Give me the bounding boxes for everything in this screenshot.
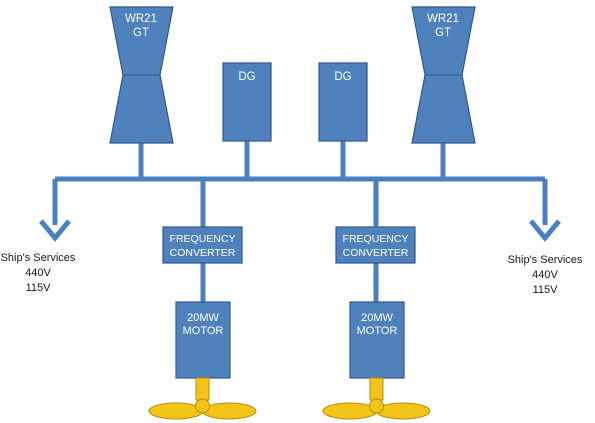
ships-services-right: Ship's Services 440V 115V	[508, 254, 583, 296]
propeller-left-shaft	[195, 377, 210, 401]
gt-left-label-line1: WR21	[125, 13, 157, 25]
services-left-title: Ship's Services	[1, 252, 76, 264]
motor-right-label-line1: 20MW	[361, 312, 393, 324]
motor-right: 20MW MOTOR	[349, 301, 405, 379]
dg-left-label: DG	[238, 71, 255, 83]
services-left-voltage-2: 115V	[26, 282, 52, 294]
propeller-right-hub	[369, 398, 384, 414]
propeller-left-blade-right	[201, 402, 257, 420]
bus-lines	[52, 141, 548, 302]
propeller-left	[148, 377, 257, 420]
gas-turbine-left: WR21 GT	[109, 6, 174, 144]
diesel-generator-right: DG	[318, 62, 368, 142]
services-right-voltage-1: 440V	[532, 269, 558, 281]
gt-right-label-line2: GT	[435, 27, 451, 39]
motor-left-label-line1: 20MW	[187, 312, 219, 324]
propeller-right-blade-left	[322, 402, 378, 420]
dg-right-box	[318, 62, 368, 142]
dg-right-label: DG	[334, 71, 351, 83]
motor-left-label-line2: MOTOR	[183, 325, 224, 337]
gt-right-label-line1: WR21	[427, 13, 459, 25]
services-right-voltage-2: 115V	[533, 284, 559, 296]
propeller-right-shaft	[369, 377, 384, 401]
frequency-converter-left: FREQUENCY CONVERTER	[162, 226, 243, 264]
ships-services-left: Ship's Services 440V 115V	[1, 252, 76, 294]
diesel-generator-left: DG	[222, 62, 272, 142]
gt-left-label-line2: GT	[133, 27, 149, 39]
motor-left-box	[175, 301, 231, 379]
fc-right-label-line1: FREQUENCY	[343, 233, 409, 245]
frequency-converter-right: FREQUENCY CONVERTER	[335, 226, 416, 264]
propeller-left-hub	[195, 398, 210, 414]
fc-right-label-line2: CONVERTER	[343, 247, 409, 259]
fc-right-box	[335, 226, 416, 264]
dg-left-box	[222, 62, 272, 142]
fc-left-label-line2: CONVERTER	[170, 247, 236, 259]
services-left-voltage-1: 440V	[25, 267, 51, 279]
fc-left-label-line1: FREQUENCY	[170, 233, 236, 245]
services-right-title: Ship's Services	[508, 254, 583, 266]
service-arrows	[39, 219, 561, 242]
propeller-right-blade-right	[375, 402, 431, 420]
gas-turbine-right: WR21 GT	[411, 6, 476, 144]
motor-left: 20MW MOTOR	[175, 301, 231, 379]
propeller-right	[322, 377, 431, 420]
motor-right-label-line2: MOTOR	[357, 325, 398, 337]
services-left-arrowhead	[39, 219, 71, 242]
motor-right-box	[349, 301, 405, 379]
fc-left-box	[162, 226, 243, 264]
propeller-left-blade-left	[148, 402, 204, 420]
services-right-arrowhead	[529, 219, 561, 242]
